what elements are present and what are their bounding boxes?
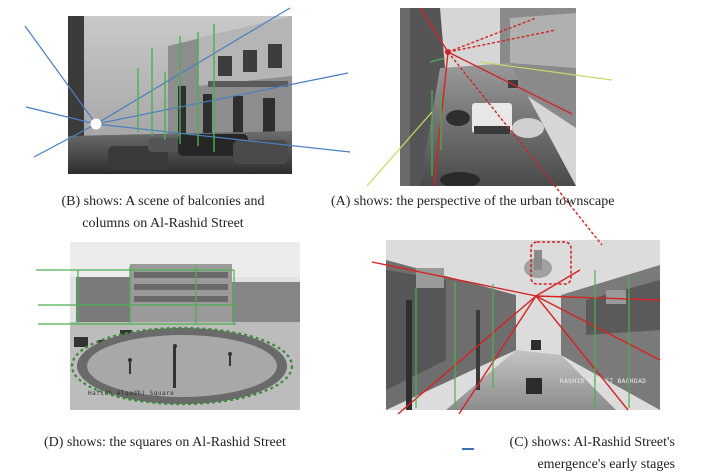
caption-d: (D) shows: the squares on Al-Rashid Stre…	[44, 432, 344, 454]
caption-c-line1: (C) shows: Al-Rashid Street's	[509, 435, 675, 450]
photo-b-balconies	[68, 16, 292, 174]
caption-b-line1: (B) shows: A scene of balconies and	[61, 194, 265, 209]
caption-a-line1: (A) shows: the perspective of the urban …	[331, 194, 615, 209]
caption-b-line2: columns on Al-Rashid Street	[82, 216, 244, 231]
caption-d-line1: (D) shows: the squares on Al-Rashid Stre…	[44, 435, 286, 450]
caption-c-marker	[462, 448, 474, 450]
caption-a: (A) shows: the perspective of the urban …	[331, 191, 681, 213]
photo-c-label: RASHID STREET BAGHDAD	[560, 378, 647, 385]
caption-c-line2: emergence's early stages	[537, 457, 675, 472]
photo-a-perspective	[400, 8, 576, 186]
photo-d-square	[70, 242, 300, 410]
photo-d-label: Hafidh Alqadhi Square	[88, 390, 175, 397]
caption-c: (C) shows: Al-Rashid Street's emergence'…	[470, 432, 675, 476]
caption-b: (B) shows: A scene of balconies and colu…	[22, 191, 304, 235]
